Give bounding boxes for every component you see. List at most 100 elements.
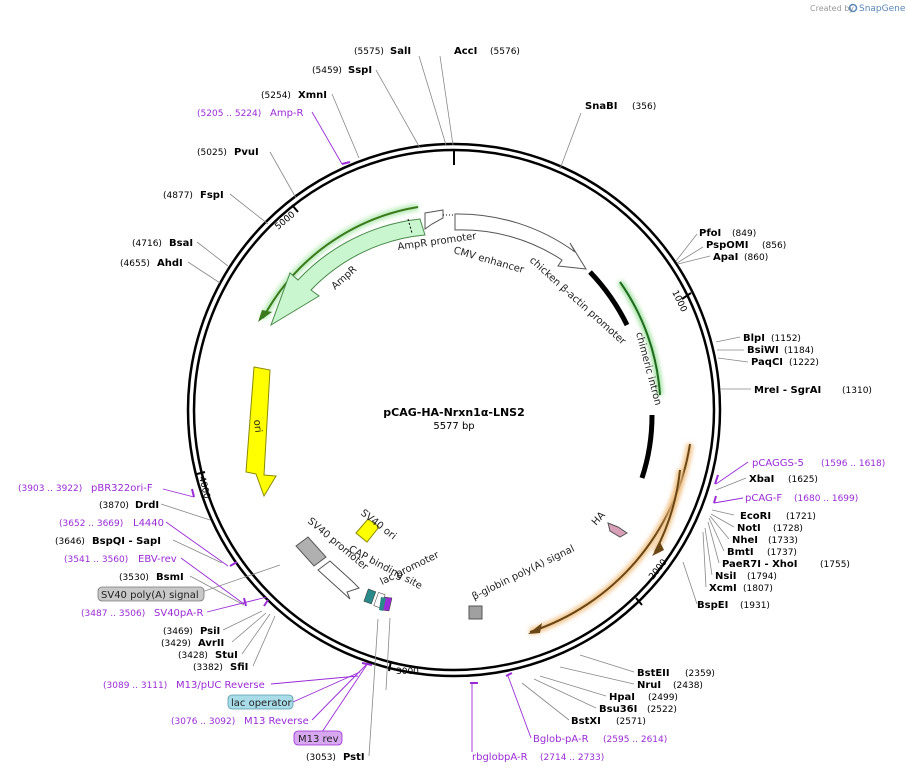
primer-bglob: Bglob-pA-R — [533, 734, 589, 745]
bglobin-box — [468, 605, 483, 620]
site-paer7i: PaeR7I - XhoI — [722, 559, 798, 570]
site-pspomi: PspOMI — [706, 240, 748, 251]
primer-pbr322: pBR322ori-F — [91, 483, 153, 494]
site-pos-bstxi: (2571) — [616, 717, 646, 727]
site-pos-bmti: (1737) — [767, 548, 797, 558]
ampr-arrow — [270, 218, 426, 327]
primer-range-m13puc: (3089 .. 3111) — [103, 681, 167, 691]
site-pos-nhei: (1733) — [768, 536, 798, 546]
site-pos-pspomi: (856) — [762, 241, 786, 251]
box-lac-operator-text: lac operator — [231, 698, 292, 709]
cmv-enhancer-arrow — [454, 213, 587, 270]
site-bmti: BmtI — [727, 547, 754, 558]
primer-m13puc: M13/pUC Reverse — [176, 680, 265, 691]
site-nrui: NruI — [637, 680, 661, 691]
site-pos-acci: (5576) — [490, 47, 520, 57]
site-pos-pfoi: (849) — [732, 229, 756, 239]
site-pos-xbai: (1625) — [788, 475, 818, 485]
feature-ha: HA — [590, 510, 608, 528]
primer-range-m13rev: (3076 .. 3092) — [171, 717, 235, 727]
feature-cmv: CMV enhancer — [452, 245, 526, 276]
site-pos-pvui: (5025) — [197, 148, 227, 158]
primer-marks — [191, 161, 719, 684]
credit-brand: SnapGene — [859, 4, 906, 14]
pcaggs-head — [652, 542, 664, 556]
site-nhei: NheI — [732, 535, 758, 546]
site-pos-psti: (3053) — [306, 753, 336, 763]
primer-range-sv40pa: (3487 .. 3506) — [81, 609, 145, 619]
site-mrei: MreI - SgrAI — [754, 385, 821, 396]
site-snabi: SnaBI — [585, 101, 617, 112]
site-pos-avrii: (3429) — [161, 639, 191, 649]
credit-prefix: Created by — [810, 4, 854, 13]
feature-bglobin: β-globin poly(A) signal — [470, 544, 576, 603]
box-m13-rev — [293, 730, 343, 746]
primer-range-amp-r: (5205 .. 5224) — [197, 109, 261, 119]
site-bstxi: BstXI — [571, 716, 601, 727]
site-pos-hpai: (2499) — [648, 693, 678, 703]
site-paqci: PaqCI — [751, 357, 783, 368]
site-pos-snabi: (356) — [632, 102, 656, 112]
site-xcmi: XcmI — [709, 583, 737, 594]
site-pos-mrei: (1310) — [842, 386, 872, 396]
plasmid-length: 5577 bp — [433, 421, 474, 432]
ampr-line-head — [258, 310, 272, 322]
ampr-dash — [407, 218, 413, 234]
primer-ebv: EBV-rev — [138, 554, 177, 565]
site-pos-xcmi: (1807) — [743, 584, 773, 594]
feature-ori: ori — [251, 419, 263, 433]
primer-range-bglob: (2595 .. 2614) — [603, 735, 667, 745]
primer-pcagf: pCAG-F — [745, 493, 782, 504]
cap-site — [363, 588, 377, 605]
site-pos-ecori: (1721) — [786, 512, 816, 522]
site-apai: ApaI — [713, 252, 738, 263]
site-pos-bspqi: (3646) — [55, 537, 85, 547]
ampr-promoter-arrow — [424, 209, 444, 230]
ampr-line — [262, 206, 419, 319]
primer-l4440: L4440 — [133, 518, 164, 529]
site-fspi: FspI — [200, 190, 224, 201]
site-sspi: SspI — [348, 65, 372, 76]
site-pos-sspi: (5459) — [312, 66, 342, 76]
site-pos-sali: (5575) — [354, 47, 384, 57]
site-pos-apai: (860) — [744, 253, 768, 263]
site-pos-fspi: (4877) — [163, 191, 193, 201]
site-pos-sfii: (3382) — [193, 663, 223, 673]
site-sali: SalI — [390, 46, 411, 57]
site-pos-ahdi: (4655) — [120, 259, 150, 269]
site-pos-bsu36i: (2522) — [647, 705, 677, 715]
site-drdi: DrdI — [135, 500, 159, 511]
site-pos-paer7i: (1755) — [820, 560, 850, 570]
site-bsiwi: BsiWI — [747, 345, 779, 356]
ticks — [196, 151, 692, 672]
site-pos-paqci: (1222) — [789, 358, 819, 368]
sv40-promoter-arrow — [317, 560, 360, 600]
site-xbai: XbaI — [749, 474, 774, 485]
leader-lines — [160, 55, 751, 757]
primer-range-l4440: (3652 .. 3669) — [59, 519, 123, 529]
site-ecori: EcoRI — [740, 511, 771, 522]
site-pos-bsteii: (2359) — [685, 669, 715, 679]
site-acci: AccI — [454, 46, 477, 57]
site-blpi: BlpI — [743, 333, 765, 344]
site-hpai: HpaI — [609, 692, 635, 703]
site-avrii: AvrII — [198, 638, 224, 649]
site-pos-bsmi: (3530) — [119, 573, 149, 583]
site-pos-stui: (3428) — [178, 651, 208, 661]
primer-m13rev: M13 Reverse — [244, 716, 309, 727]
intron-block — [588, 270, 630, 327]
backbone-outer — [186, 142, 722, 678]
tick-label-3000: 3000 — [396, 667, 419, 677]
primer-pcaggs5: pCAGGS-5 — [752, 458, 804, 469]
site-noti: NotI — [737, 523, 761, 534]
site-pos-psii: (3469) — [163, 627, 193, 637]
site-bspqi: BspQI - SapI — [92, 536, 161, 547]
site-psti: PstI — [343, 752, 365, 763]
primer-sv40pa: SV40pA-R — [154, 608, 203, 619]
site-pos-bsiwi: (1184) — [784, 346, 814, 356]
primer-lines — [162, 111, 749, 752]
backbone-inner — [192, 148, 716, 672]
site-stui: StuI — [215, 650, 238, 661]
primer-range-pbr322: (3903 .. 3922) — [18, 484, 82, 494]
